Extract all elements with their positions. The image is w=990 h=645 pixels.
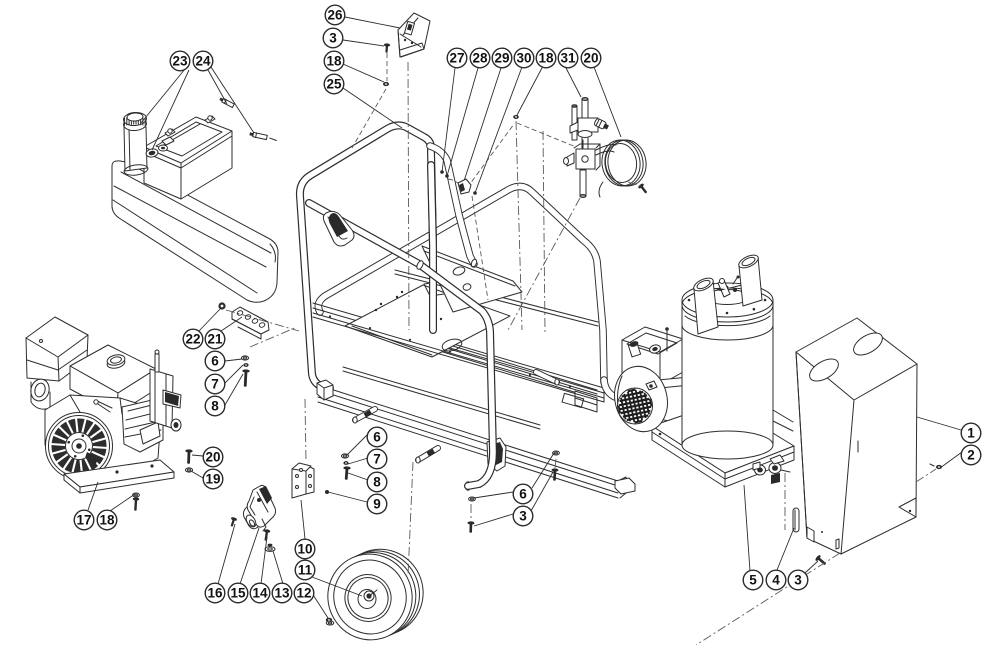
svg-text:8: 8 [373, 475, 381, 490]
svg-text:20: 20 [205, 450, 220, 465]
svg-text:29: 29 [494, 51, 509, 66]
svg-text:13: 13 [274, 586, 290, 601]
svg-text:6: 6 [519, 487, 527, 502]
svg-text:9: 9 [373, 497, 381, 512]
svg-text:25: 25 [326, 77, 342, 92]
svg-text:14: 14 [252, 586, 268, 601]
svg-text:24: 24 [195, 54, 211, 69]
svg-text:3: 3 [329, 31, 337, 46]
svg-text:2: 2 [967, 448, 975, 463]
svg-text:23: 23 [172, 54, 188, 69]
svg-text:26: 26 [327, 8, 343, 23]
svg-text:11: 11 [298, 563, 313, 578]
svg-text:31: 31 [560, 51, 576, 66]
svg-text:18: 18 [538, 51, 554, 66]
svg-text:19: 19 [205, 472, 220, 487]
svg-text:7: 7 [211, 377, 219, 392]
svg-text:3: 3 [519, 509, 527, 524]
svg-text:17: 17 [76, 513, 91, 528]
svg-text:28: 28 [472, 51, 488, 66]
svg-text:22: 22 [185, 332, 200, 347]
svg-text:6: 6 [373, 430, 381, 445]
svg-text:7: 7 [373, 452, 381, 467]
svg-text:3: 3 [794, 573, 802, 588]
svg-text:5: 5 [749, 573, 757, 588]
svg-text:20: 20 [583, 51, 598, 66]
svg-text:4: 4 [772, 573, 780, 588]
svg-text:18: 18 [99, 513, 115, 528]
svg-text:16: 16 [207, 586, 223, 601]
svg-text:30: 30 [516, 51, 531, 66]
svg-text:18: 18 [326, 54, 342, 69]
svg-text:12: 12 [296, 586, 311, 601]
svg-text:1: 1 [967, 426, 975, 441]
svg-text:10: 10 [297, 542, 312, 557]
svg-text:15: 15 [230, 586, 246, 601]
svg-text:27: 27 [449, 51, 464, 66]
svg-text:6: 6 [211, 354, 219, 369]
svg-text:21: 21 [207, 332, 223, 347]
svg-text:8: 8 [211, 399, 219, 414]
